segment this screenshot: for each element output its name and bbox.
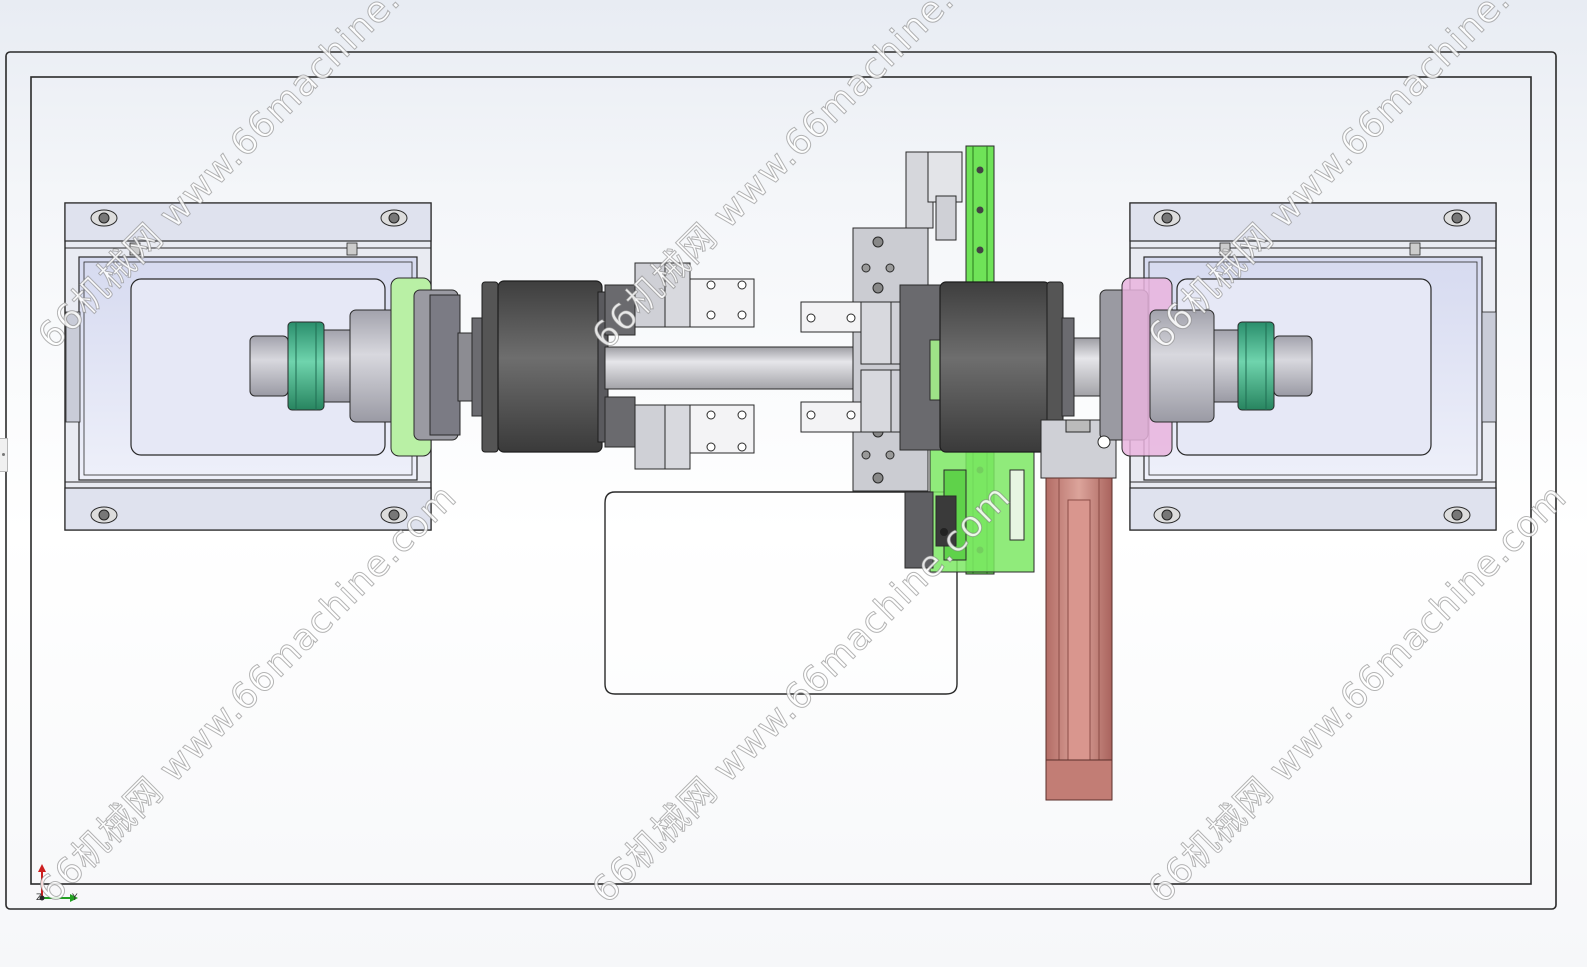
- right-roller: [939, 281, 1101, 453]
- screw-icon: [1153, 209, 1181, 227]
- left-gripper-top: [604, 262, 755, 336]
- lower-tray: [604, 491, 958, 695]
- screw-icon: [1443, 209, 1471, 227]
- triad-label-z: Z: [36, 893, 43, 903]
- screw-icon: [380, 209, 408, 227]
- screw-icon: [90, 209, 118, 227]
- screw-icon: [380, 506, 408, 524]
- triad-label-y: Y: [72, 893, 78, 903]
- left-roller: [457, 280, 609, 453]
- axis-triad-icon: [38, 864, 78, 902]
- red-cylinder: [1040, 419, 1117, 801]
- center-shaft: [604, 346, 868, 390]
- screw-icon: [1443, 506, 1471, 524]
- right-motor-assembly: [1097, 202, 1497, 531]
- inner-plate: [30, 76, 1532, 885]
- outer-plate: [5, 51, 1557, 910]
- panel-collapse-handle[interactable]: [0, 438, 8, 472]
- screw-icon: [90, 506, 118, 524]
- right-slide-assembly: [800, 145, 1035, 575]
- left-gripper-bottom: [604, 396, 755, 470]
- left-motor-assembly: [64, 202, 461, 531]
- screw-icon: [1153, 506, 1181, 524]
